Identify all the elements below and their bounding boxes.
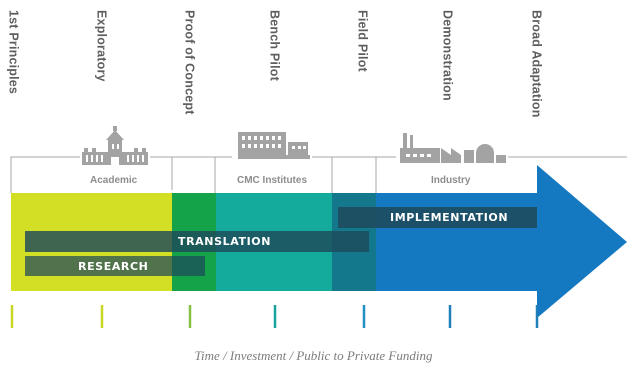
industry-arrow — [376, 165, 627, 318]
sector-label-cmc-institutes: CMC Institutes — [234, 175, 310, 186]
stage-label-broad-adaptation: Broad Adaptation — [529, 10, 544, 118]
sector-label-industry: Industry — [428, 175, 474, 186]
stage-label-demonstration: Demonstration — [440, 10, 455, 101]
implementation-bar — [338, 207, 537, 228]
stage-label-1st-principles: 1st Principles — [6, 10, 21, 95]
phase-label-research: RESEARCH — [78, 260, 149, 273]
stage-ticks — [10, 305, 539, 328]
stage-label-exploratory: Exploratory — [94, 10, 109, 82]
cmc-institutes-bracket — [172, 156, 216, 193]
translation-bar — [25, 231, 369, 252]
institute-building-icon — [232, 132, 312, 164]
research-bar — [25, 256, 205, 276]
industry-bracket — [332, 156, 377, 193]
factory-icon — [396, 130, 508, 164]
phase-label-translation: TRANSLATION — [178, 235, 272, 248]
sector-label-academic: Academic — [87, 175, 141, 186]
university-building-icon — [80, 126, 150, 166]
stage-label-field-pilot: Field Pilot — [355, 10, 370, 72]
funding-axis-caption: Time / Investment / Public to Private Fu… — [194, 348, 433, 363]
phase-label-implementation: IMPLEMENTATION — [390, 211, 509, 224]
stage-label-proof-of-concept: Proof of Concept — [182, 10, 197, 115]
stage-label-bench-pilot: Bench Pilot — [267, 10, 282, 81]
